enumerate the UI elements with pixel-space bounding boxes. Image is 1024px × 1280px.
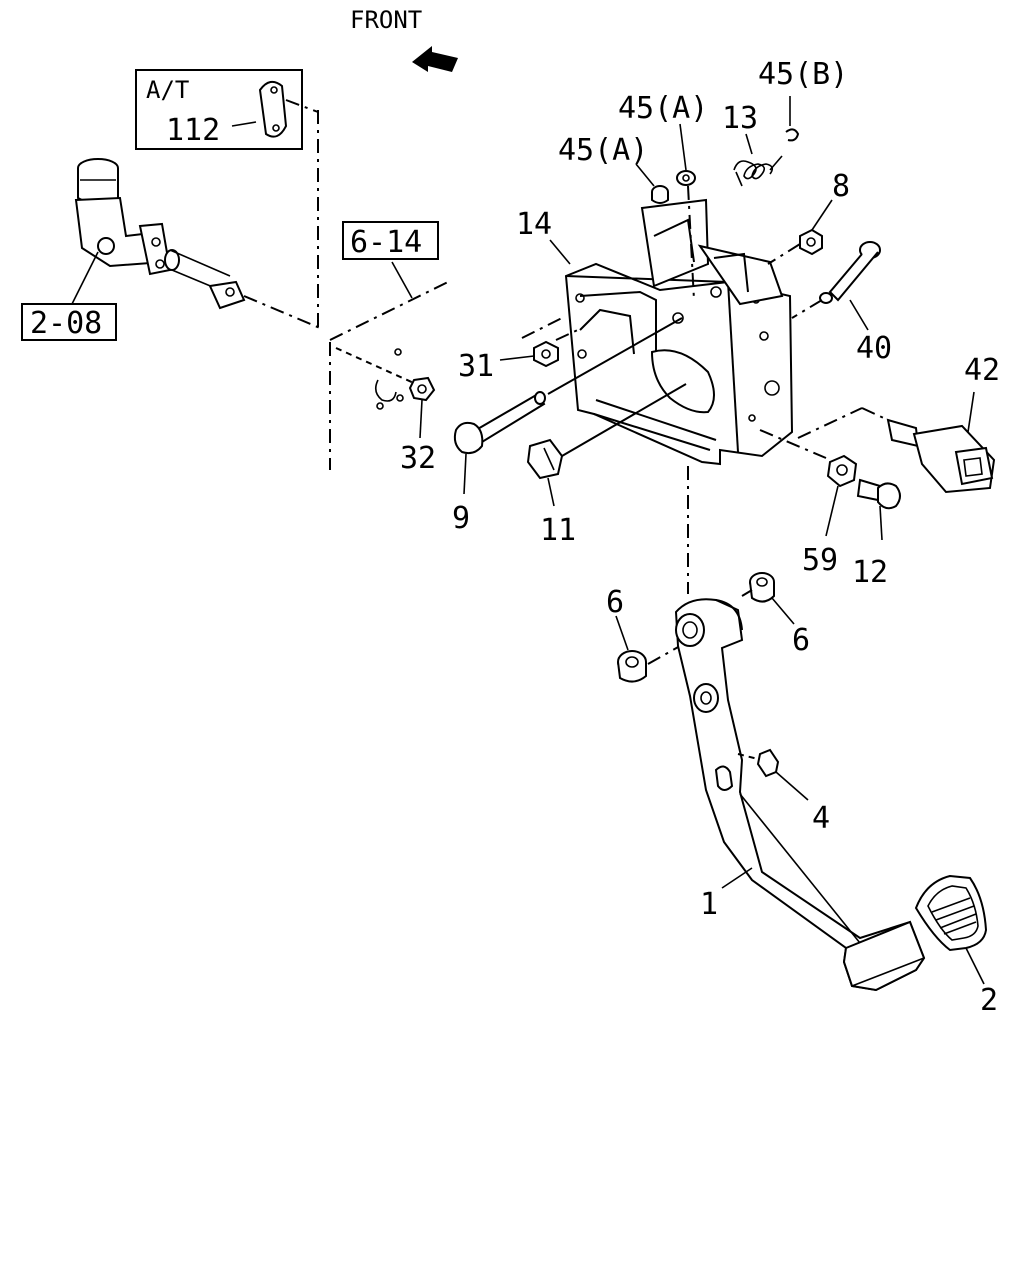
callout-2: 2 [980,983,998,1018]
callout-45a-upper: 45(A) [618,91,708,126]
at-inset: A/T 112 [135,69,319,150]
bushing-45a-upper-icon [676,170,696,186]
nut-32-icon [408,376,436,402]
callout-8: 8 [832,169,850,204]
ref-box-2-08[interactable]: 2-08 [21,303,117,341]
front-label: FRONT [350,6,422,34]
callout-12: 12 [852,555,888,590]
callout-9: 9 [452,501,470,536]
nut-8-icon [799,228,823,256]
pedal-bracket-icon [564,198,794,466]
clip-45b-icon [785,128,800,142]
master-cylinder-icon [74,158,321,329]
nut-31-icon [533,340,559,368]
callout-45b: 45(B) [758,57,848,92]
callout-1: 1 [700,887,718,922]
callout-112: 112 [166,113,220,148]
callout-59: 59 [802,543,838,578]
callout-11: 11 [540,513,576,548]
nut-59-icon [826,454,858,488]
bolt-40-icon [819,241,881,304]
gasket-112-icon [258,80,288,138]
callout-42: 42 [964,353,1000,388]
bushing-6-right-icon [749,572,775,603]
callout-14: 14 [516,207,552,242]
callout-40: 40 [856,331,892,366]
callout-45a-lower: 45(A) [558,133,648,168]
ref-2-08-label: 2-08 [30,306,102,341]
bolt-9-icon [453,391,546,455]
clutch-pedal-arm-icon [674,598,926,992]
stop-switch-icon [886,418,996,494]
ref-6-14-label: 6-14 [350,225,422,260]
callout-32: 32 [400,441,436,476]
return-spring-icon [733,155,783,187]
ref-box-6-14[interactable]: 6-14 [342,221,439,260]
callout-13: 13 [722,101,758,136]
callout-6-left: 6 [606,585,624,620]
front-arrow-icon [412,46,458,72]
stopper-4-icon [756,748,780,778]
bushing-6-left-icon [617,650,647,683]
clip-11-icon [526,438,564,480]
callout-6-right: 6 [792,623,810,658]
callout-31: 31 [458,349,494,384]
bushing-45a-lower-icon [651,185,669,204]
pedal-pad-icon [914,874,988,952]
at-inset-title: A/T [146,76,189,104]
callout-4: 4 [812,801,830,836]
bolt-12-icon [856,478,901,510]
